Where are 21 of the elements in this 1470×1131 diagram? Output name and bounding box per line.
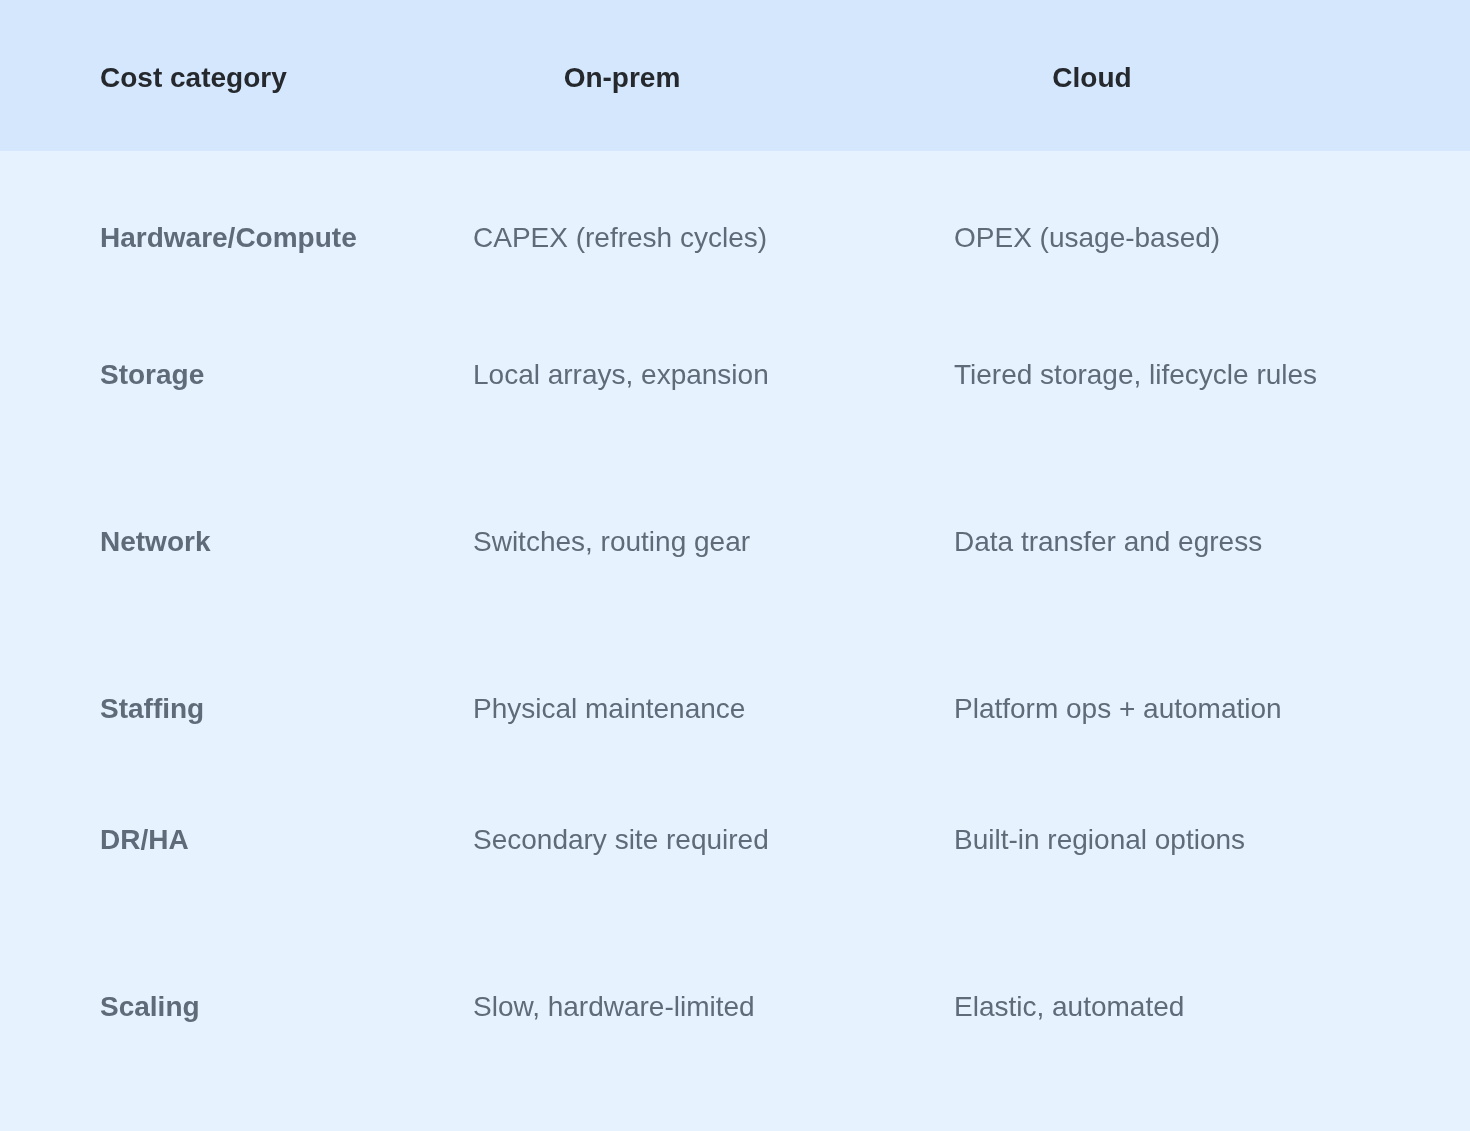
table-cell-text: OPEX (usage-based) (954, 221, 1221, 255)
row-header: Hardware/Compute (100, 221, 357, 255)
column-header: Cloud (1052, 61, 1132, 95)
table-cell-text: Physical maintenance (473, 692, 746, 726)
table-cell-text: Data transfer and egress (954, 525, 1263, 559)
row-header: DR/HA (100, 823, 189, 857)
table-cell-text: Local arrays, expansion (473, 358, 769, 392)
table-cell-text: Secondary site required (473, 823, 769, 857)
column-header: On-prem (563, 61, 681, 95)
row-header: Scaling (100, 990, 200, 1024)
table-cell-text: Platform ops + automation (954, 692, 1282, 726)
table-cell-text: Built-in regional options (954, 823, 1246, 857)
row-header: Staffing (100, 692, 205, 726)
column-header: Cost category (100, 61, 287, 95)
row-header: Storage (100, 358, 205, 392)
table-cell-text: Switches, routing gear (473, 525, 751, 559)
table-cell-text: Tiered storage, lifecycle rules (954, 358, 1318, 392)
table-cell-text: Elastic, automated (954, 990, 1185, 1024)
table-cell-text: CAPEX (refresh cycles) (473, 221, 768, 255)
table-cell-text: Slow, hardware-limited (473, 990, 755, 1024)
row-header: Network (100, 525, 211, 559)
